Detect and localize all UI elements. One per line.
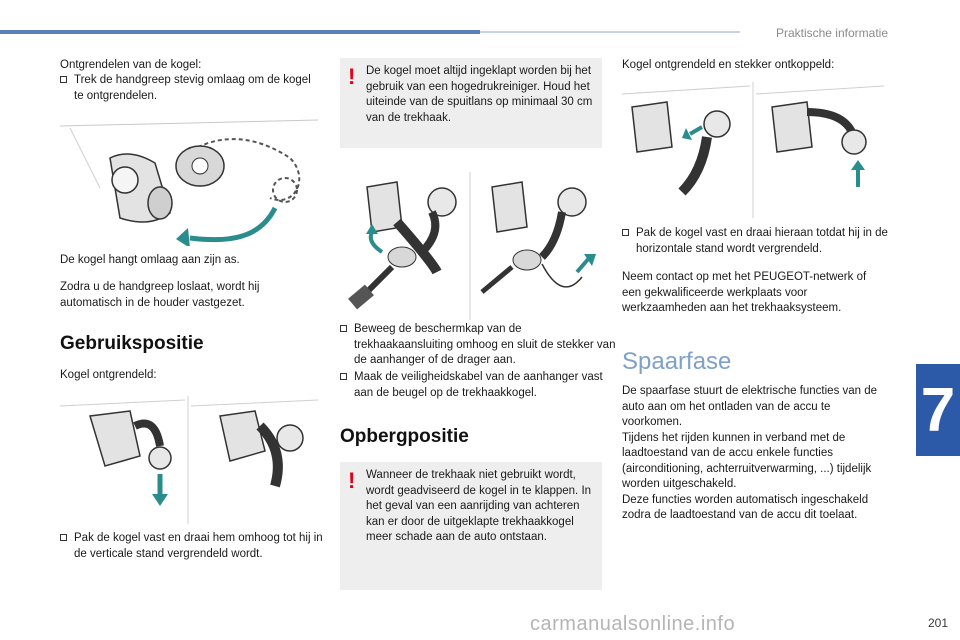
unlocked-disconnected-text: Kogel ontgrendeld en stekker ontkoppeld: <box>622 59 835 71</box>
header-bar-light <box>480 31 740 33</box>
watermark: carmanualsonline.info <box>530 613 736 635</box>
intro-bullet: Trek de handgreep stevig omlaag om de ko… <box>60 73 314 104</box>
contact-network-text: Neem contact op met het PEUGEOT-netwerk … <box>622 271 867 314</box>
connect-trailer-plug-illustration <box>348 172 596 320</box>
bullet-marker <box>60 534 67 541</box>
hang-text: De kogel hangt omlaag aan zijn as. <box>60 254 240 266</box>
rotate-horizontal-bullet: Pak de kogel vast en draai hieraan totda… <box>622 226 898 257</box>
bullet-marker <box>340 373 347 380</box>
unlocked-text: Kogel ontgrendeld: <box>60 369 157 381</box>
warning-icon: ! <box>348 64 356 89</box>
rotate-up-bullet-text: Pak de kogel vast en draai hem omhoog to… <box>74 532 323 560</box>
rotate-horizontal-bullet-text: Pak de kogel vast en draai hieraan totda… <box>636 227 888 255</box>
spaarfase-text: De spaarfase stuurt de elektrische funct… <box>622 385 878 521</box>
warning-text: De kogel moet altijd ingeklapt worden bi… <box>366 65 593 124</box>
bullet-marker <box>60 76 67 83</box>
heading-spaarfase: Spaarfase <box>622 348 732 375</box>
chapter-tab: 7 <box>916 364 960 456</box>
section-title: Praktische informatie <box>775 26 888 40</box>
ball-rotate-up-illustration <box>60 396 318 524</box>
warning-box-pressure-washer: ! De kogel moet altijd ingeklapt worden … <box>340 58 602 148</box>
heading-gebruikspositie: Gebruikspositie <box>60 333 204 354</box>
safety-cable-bullet-text: Maak de veiligheidskabel van de aanhange… <box>354 371 603 399</box>
ball-rotate-horizontal-illustration <box>622 82 884 218</box>
rotate-up-bullet: Pak de kogel vast en draai hem omhoog to… <box>60 531 324 562</box>
warning-box-storage: ! Wanneer de trekhaak niet gebruikt word… <box>340 462 602 590</box>
safety-cable-bullet: Maak de veiligheidskabel van de aanhange… <box>340 370 616 401</box>
header-bar <box>0 30 480 34</box>
heading-opbergpositie: Opbergpositie <box>340 426 469 447</box>
warning-icon: ! <box>348 468 356 493</box>
bullet-marker <box>622 229 629 236</box>
warning-text: Wanneer de trekhaak niet gebruikt wordt,… <box>366 469 592 543</box>
auto-lock-text: Zodra u de handgreep loslaat, wordt hij … <box>60 281 260 309</box>
cover-plug-bullet-text: Beweeg de beschermkap van de trekhaakaan… <box>354 323 616 366</box>
page-number: 201 <box>927 616 948 630</box>
cover-plug-bullet: Beweeg de beschermkap van de trekhaakaan… <box>340 322 616 369</box>
bullet-marker <box>340 325 347 332</box>
intro-bullet-text: Trek de handgreep stevig omlaag om de ko… <box>74 74 311 102</box>
intro-title: Ontgrendelen van de kogel: <box>60 59 202 71</box>
chapter-number: 7 <box>920 375 956 445</box>
towbar-unlock-illustration <box>60 119 318 246</box>
